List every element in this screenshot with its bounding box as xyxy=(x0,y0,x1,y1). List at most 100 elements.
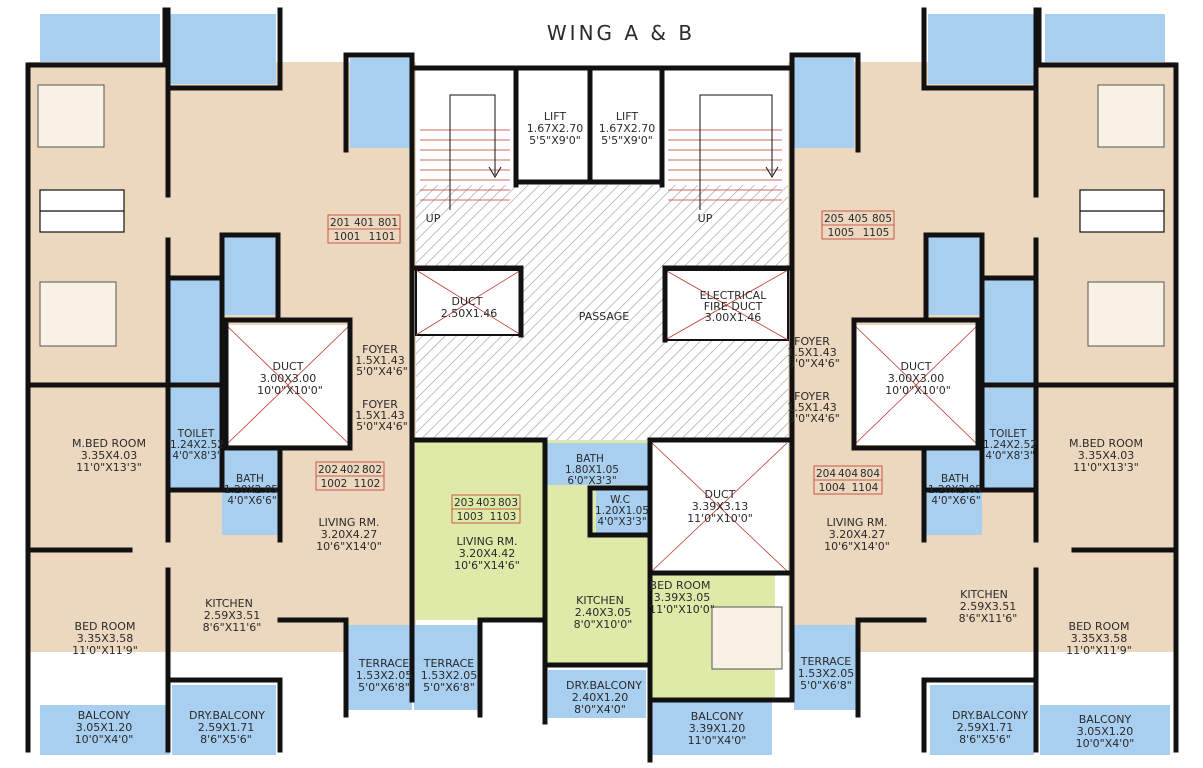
toilet-right-dim: 1.24X2.52 xyxy=(983,439,1037,451)
wc-center-dim: 1.20X1.05 xyxy=(595,505,649,517)
terrace-2-dim-ft: 5'0"X6'8" xyxy=(423,681,475,694)
living-center-name: LIVING RM. xyxy=(456,535,517,548)
duct-right-dim: 3.00X3.00 xyxy=(888,372,945,385)
unit-no: 801 xyxy=(378,217,398,229)
duct-cross-lines xyxy=(225,269,979,572)
unit-numbers: 201 401 801 1001 1101 205 405 805 1005 1… xyxy=(318,213,892,523)
unit-no: 1101 xyxy=(369,231,396,243)
foyer-r1-dim-ft: 5'0"X4'6" xyxy=(788,357,840,370)
mbed-left-dim-ft: 11'0"X13'3" xyxy=(76,461,142,474)
unit-no: 803 xyxy=(498,497,518,509)
duct-left-dim-ft: 10'0"X10'0" xyxy=(257,384,323,397)
drybal-right-dim: 2.59X1.71 xyxy=(957,721,1014,734)
room-labels: LIFT 1.67X2.70 5'5"X9'0" LIFT 1.67X2.70 … xyxy=(72,110,1143,750)
unit-no: 1003 xyxy=(457,511,484,523)
foyer-r1-dim: 1.5X1.43 xyxy=(787,346,837,359)
balcony-left-name: BALCONY xyxy=(78,709,131,722)
unit-no: 201 xyxy=(330,217,350,229)
balcony-center-name: BALCONY xyxy=(691,710,744,723)
efd-dim: 3.00X1.46 xyxy=(705,311,762,324)
beds xyxy=(37,84,1165,670)
duct-center-name: DUCT xyxy=(705,488,736,501)
bath-right-dim-ft: 4'0"X6'6" xyxy=(931,495,980,507)
foyer-l2-name: FOYER xyxy=(362,398,398,411)
bed-right-name: BED ROOM xyxy=(1069,620,1130,633)
plan-title: WING A & B xyxy=(547,21,695,45)
kitchen-center-dim: 2.40X3.05 xyxy=(575,606,632,619)
duct-center-dim-ft: 11'0"X10'0" xyxy=(687,512,753,525)
foyer-r2-name: FOYER xyxy=(794,390,830,403)
bed-center-dim-ft: 11'0"X10'0" xyxy=(649,603,715,616)
lift-2-dim-ft: 5'5"X9'0" xyxy=(601,134,653,147)
bed-left-dim: 3.35X3.58 xyxy=(77,632,134,645)
unit-no: 402 xyxy=(340,464,360,476)
stair-arrows xyxy=(449,94,779,210)
living-left-dim: 3.20X4.27 xyxy=(321,528,378,541)
kitchen-right-dim: 2.59X3.51 xyxy=(960,600,1017,613)
drybal-left-dim: 2.59X1.71 xyxy=(198,721,255,734)
drybal-center-dim-ft: 8'0"X4'0" xyxy=(574,703,626,716)
foyer-r2-dim-ft: 5'0"X4'6" xyxy=(788,412,840,425)
unit-no: 1005 xyxy=(828,227,855,239)
mbed-right-dim-ft: 11'0"X13'3" xyxy=(1073,461,1139,474)
kitchen-left-dim-ft: 8'6"X11'6" xyxy=(203,621,262,634)
toilet-left-name: TOILET xyxy=(177,428,215,440)
drybal-left-name: DRY.BALCONY xyxy=(189,709,265,722)
bed-left-dim-ft: 11'0"X11'9" xyxy=(72,644,138,657)
terrace-3-dim: 1.53X2.05 xyxy=(798,667,855,680)
toilet-right-name: TOILET xyxy=(989,428,1027,440)
wardrobes xyxy=(39,189,1165,233)
unit-no: 405 xyxy=(848,213,868,225)
bed-right-dim: 3.35X3.58 xyxy=(1071,632,1128,645)
duct-left-dim: 3.00X3.00 xyxy=(260,372,317,385)
efd-name-1: ELECTRICAL xyxy=(700,289,768,302)
bed-icon xyxy=(711,606,783,670)
foyer-r1-name: FOYER xyxy=(794,335,830,348)
mbed-right-name: M.BED ROOM xyxy=(1069,437,1143,450)
bed-icon xyxy=(1097,84,1165,148)
mbed-left-name: M.BED ROOM xyxy=(72,437,146,450)
unit-no: 1102 xyxy=(354,478,381,490)
balcony-right-name: BALCONY xyxy=(1079,713,1132,726)
bed-center-dim: 3.39X3.05 xyxy=(654,591,711,604)
unit-no: 802 xyxy=(362,464,382,476)
living-left-dim-ft: 10'6"X14'0" xyxy=(316,540,382,553)
living-left-name: LIVING RM. xyxy=(318,516,379,529)
bath-left-name: BATH xyxy=(236,473,264,485)
bath-right-dim: 1.20X2.05 xyxy=(928,484,982,496)
stair-right-label: UP xyxy=(698,212,713,225)
bed-icon xyxy=(39,281,117,347)
bath-left-dim-ft: 4'0"X6'6" xyxy=(227,495,276,507)
balcony-left-dim-ft: 10'0"X4'0" xyxy=(75,733,134,746)
unit-number-boxes xyxy=(315,210,895,524)
unit-no: 1104 xyxy=(852,482,879,494)
wc-center-dim-ft: 4'0"X3'3" xyxy=(597,516,646,528)
lift-2-dim: 1.67X2.70 xyxy=(599,122,656,135)
bed-icon xyxy=(1087,281,1165,347)
living-center-dim: 3.20X4.42 xyxy=(459,547,516,560)
unit-no: 202 xyxy=(318,464,338,476)
kitchen-left-dim: 2.59X3.51 xyxy=(204,609,261,622)
unit-no: 404 xyxy=(838,468,858,480)
toilet-left-dim: 1.24X2.52 xyxy=(170,439,224,451)
kitchen-center-name: KITCHEN xyxy=(576,594,624,607)
bed-icon xyxy=(37,84,105,148)
unit-no: 1002 xyxy=(321,478,348,490)
kitchen-right-name: KITCHEN xyxy=(960,588,1008,601)
foyer-r2-dim: 1.5X1.43 xyxy=(787,401,837,414)
unit-no: 203 xyxy=(454,497,474,509)
terrace-1-dim-ft: 5'0"X6'8" xyxy=(358,681,410,694)
unit-no: 403 xyxy=(476,497,496,509)
lift-2-name: LIFT xyxy=(616,110,639,123)
kitchen-left-name: KITCHEN xyxy=(205,597,253,610)
drybal-right-name: DRY.BALCONY xyxy=(952,709,1028,722)
drybal-right-dim-ft: 8'6"X5'6" xyxy=(959,733,1011,746)
mbed-right-dim: 3.35X4.03 xyxy=(1078,449,1135,462)
terrace-1-name: TERRACE xyxy=(358,657,410,670)
unit-no: 204 xyxy=(816,468,836,480)
foyer-l2-dim-ft: 5'0"X4'6" xyxy=(356,420,408,433)
duct-right-name: DUCT xyxy=(901,360,932,373)
bath-left-dim: 1.20X2.05 xyxy=(224,484,278,496)
stair-left-label: UP xyxy=(426,212,441,225)
